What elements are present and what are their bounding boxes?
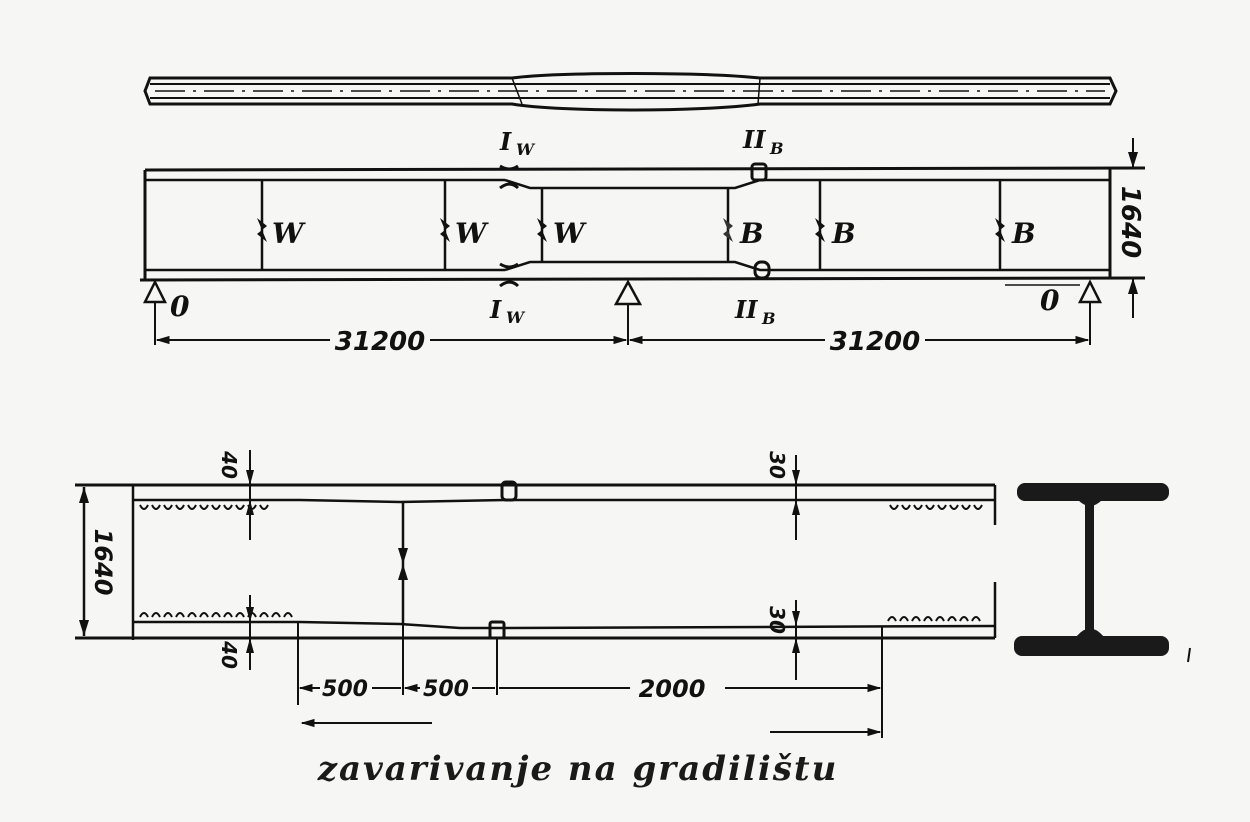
svg-text:30: 30 (765, 606, 789, 634)
span-dim-right: 31200 (830, 327, 920, 357)
height-dimension: 1640 (1115, 138, 1145, 318)
splice-label-top-right: II (742, 125, 766, 154)
flange-thickness-dims: 40 40 30 30 (217, 450, 800, 680)
svg-text:B: B (769, 139, 784, 158)
detail-view: 1640 40 40 30 30 500 500 (75, 450, 997, 789)
splice-label-top-left: I (499, 127, 512, 156)
svg-text:W: W (506, 308, 526, 327)
stiffener-label: B (831, 217, 856, 250)
stiffener-label: W (455, 217, 489, 250)
stiffener-label: W (553, 217, 587, 250)
splice-label-bottom-left: I (489, 295, 502, 324)
svg-text:40: 40 (217, 640, 241, 669)
svg-text:500: 500 (423, 677, 469, 702)
caption: zavarivanje na gradilištu (317, 749, 839, 789)
svg-text:30: 30 (765, 451, 789, 479)
detail-horizontal-dims: 500 500 2000 (297, 622, 883, 738)
svg-text:40: 40 (217, 450, 241, 479)
span-dimensions: 31200 31200 (155, 327, 1090, 357)
span-dim-left: 31200 (335, 327, 425, 357)
svg-text:B: B (761, 309, 776, 328)
weld-hatching (139, 504, 983, 622)
stiffener-label: B (739, 217, 764, 250)
stiffener-label: B (1011, 217, 1036, 250)
svg-text:500: 500 (322, 677, 368, 702)
detail-height-dim: 1640 (89, 529, 117, 596)
support-label-left: 0 (170, 290, 190, 323)
splice-symbols: I W I W II B II B (489, 125, 784, 328)
i-section-cross-section (1014, 483, 1191, 663)
support-label-right: 0 (1040, 284, 1060, 317)
svg-text:2000: 2000 (639, 675, 706, 703)
stiffeners: W W W B B B (257, 180, 1036, 270)
svg-text:W: W (516, 140, 536, 159)
splice-label-bottom-right: II (734, 295, 758, 324)
supports: 0 0 (142, 279, 1103, 345)
height-dim: 1640 (1115, 186, 1145, 258)
plan-view (143, 72, 1118, 112)
stiffener-label: W (272, 217, 306, 250)
elevation-view: W W W B B B I W I W II B II B 0 (139, 125, 1146, 357)
